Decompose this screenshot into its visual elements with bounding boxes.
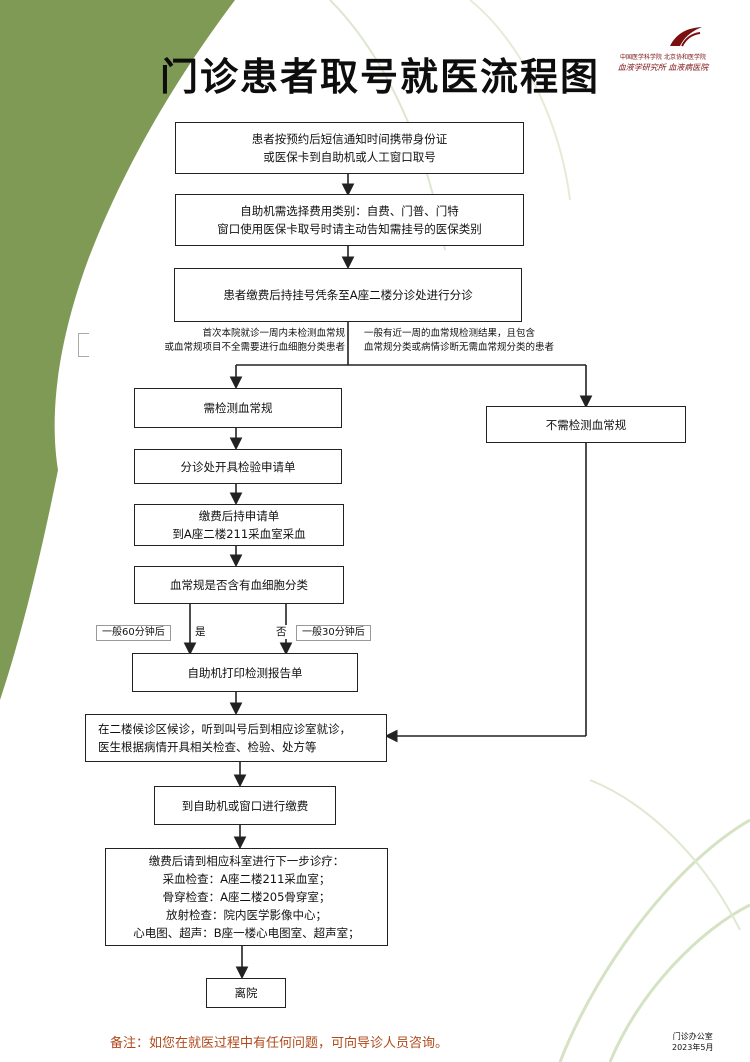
step-need-blood-test: 需检测血常规 xyxy=(134,388,342,428)
logo-mark-icon xyxy=(670,27,702,47)
wait-60-label: 一般60分钟后 xyxy=(96,625,171,641)
step-print-report: 自助机打印检测报告单 xyxy=(132,653,358,692)
decision-no-label: 否 xyxy=(274,625,289,639)
decision-yes-label: 是 xyxy=(193,625,208,639)
side-bracket xyxy=(78,333,89,357)
step-leave-hospital: 离院 xyxy=(206,978,286,1008)
leaf-outline-top2 xyxy=(469,0,571,201)
step-take-number: 患者按预约后短信通知时间携带身份证或医保卡到自助机或人工窗口取号 xyxy=(175,122,524,174)
leaf-outline-bottom3 xyxy=(589,779,741,931)
page-title: 门诊患者取号就医流程图 xyxy=(160,54,601,99)
step-no-blood-test: 不需检测血常规 xyxy=(486,406,686,443)
footer-note: 备注：如您在就医过程中有任何问题，可向导诊人员咨询。 xyxy=(110,1036,449,1051)
office-signature: 门诊办公室 2023年5月 xyxy=(672,1032,714,1052)
step-fee-category: 自助机需选择费用类别：自费、门普、门特窗口使用医保卡取号时请主动告知需挂号的医保… xyxy=(175,194,524,246)
step-pay-draw-blood: 缴费后持申请单到A座二楼211采血室采血 xyxy=(134,504,344,546)
step-blood-question: 血常规是否含有血细胞分类 xyxy=(134,566,344,604)
leaf-outline-bottom2 xyxy=(608,903,750,1062)
branch-note-right: 一般有近一周的血常规检测结果，且包含 血常规分类或病情诊断无需血常规分类的患者 xyxy=(364,328,555,353)
green-leaf-shape xyxy=(0,0,235,700)
step-open-request: 分诊处开具检验申请单 xyxy=(134,449,342,484)
step-pay-again: 到自助机或窗口进行缴费 xyxy=(154,786,336,825)
wait-30-label: 一般30分钟后 xyxy=(296,625,371,641)
logo-text-line1: 中国医学科学院 北京协和医学院 xyxy=(620,54,706,61)
step-wait-visit: 在二楼候诊区候诊，听到叫号后到相应诊室就诊，医生根据病情开具相关检查、检验、处方… xyxy=(85,714,387,762)
step-triage: 患者缴费后持挂号凭条至A座二楼分诊处进行分诊 xyxy=(174,268,522,322)
hospital-logo: 中国医学科学院 北京协和医学院 血液学研究所 血液病医院 xyxy=(604,24,722,76)
logo-text-line2: 血液学研究所 血液病医院 xyxy=(617,63,709,72)
leaf-outline-bottom xyxy=(558,818,750,1062)
step-next-treatment: 缴费后请到相应科室进行下一步诊疗： 采血检查：A座二楼211采血室； 骨穿检查：… xyxy=(105,848,388,946)
branch-note-left: 首次本院就诊一周内未检测血常规 或血常规项目不全需要进行血细胞分类患者 xyxy=(164,328,345,353)
